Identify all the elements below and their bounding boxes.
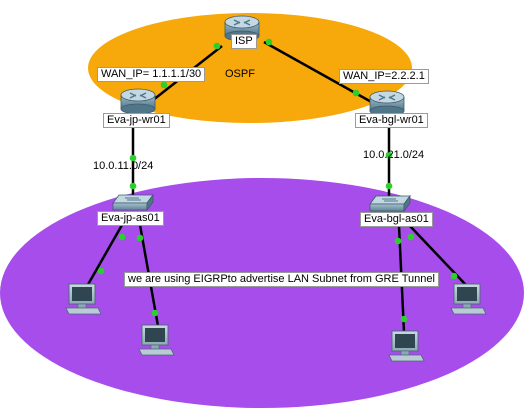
link-dot <box>129 182 137 190</box>
link-dot <box>265 38 273 46</box>
jp-switch[interactable] <box>112 193 154 212</box>
link-dot <box>400 315 408 323</box>
link-dot <box>407 233 415 241</box>
router-icon <box>120 88 156 115</box>
pc-jp-2[interactable] <box>138 324 175 356</box>
wan-ip-bgl-label: WAN_IP=2.2.2.1 <box>339 69 429 84</box>
link-dot <box>385 151 393 159</box>
bgl-router-label: Eva-bgl-wr01 <box>355 113 428 128</box>
switch-icon <box>369 194 411 213</box>
pc-bgl-1[interactable] <box>388 330 425 362</box>
pc-jp-1[interactable] <box>65 283 102 315</box>
jp-router-label: Eva-jp-wr01 <box>103 113 170 128</box>
gre-tunnel-note: we are using EIGRPto advertise LAN Subne… <box>124 272 439 287</box>
jp-switch-label: Eva-jp-as01 <box>97 211 164 226</box>
link-dot <box>129 154 137 162</box>
link-dot <box>394 237 402 245</box>
link-dot <box>450 272 458 280</box>
jp-router[interactable] <box>120 88 156 115</box>
wan-cloud <box>88 13 412 123</box>
link-dot <box>97 267 105 275</box>
ospf-label: OSPF <box>225 68 255 80</box>
pc-icon <box>388 330 425 362</box>
bgl-switch-label: Eva-bgl-as01 <box>360 212 433 227</box>
lan-bgl-subnet-label: 10.0.21.0/24 <box>363 149 425 161</box>
link-dot <box>136 234 144 242</box>
link-dot <box>352 89 360 97</box>
switch-icon <box>112 193 154 212</box>
wan-ip-jp-label: WAN_IP= 1.1.1.1/30 <box>97 67 206 82</box>
link-dot <box>118 233 126 241</box>
link-dot <box>385 182 393 190</box>
pc-icon <box>65 283 102 315</box>
lan-jp-subnet-label: 10.0.11.0/24 <box>93 160 154 172</box>
pc-icon <box>450 283 487 315</box>
link-dots <box>97 38 458 323</box>
bgl-switch[interactable] <box>369 194 411 213</box>
isp-label: ISP <box>231 34 257 49</box>
link-dot <box>151 309 159 317</box>
link-dot <box>160 81 168 89</box>
pc-icon <box>138 324 175 356</box>
link-dot <box>213 42 221 50</box>
link-jp-switch-pc1 <box>84 224 124 289</box>
pc-bgl-2[interactable] <box>450 283 487 315</box>
